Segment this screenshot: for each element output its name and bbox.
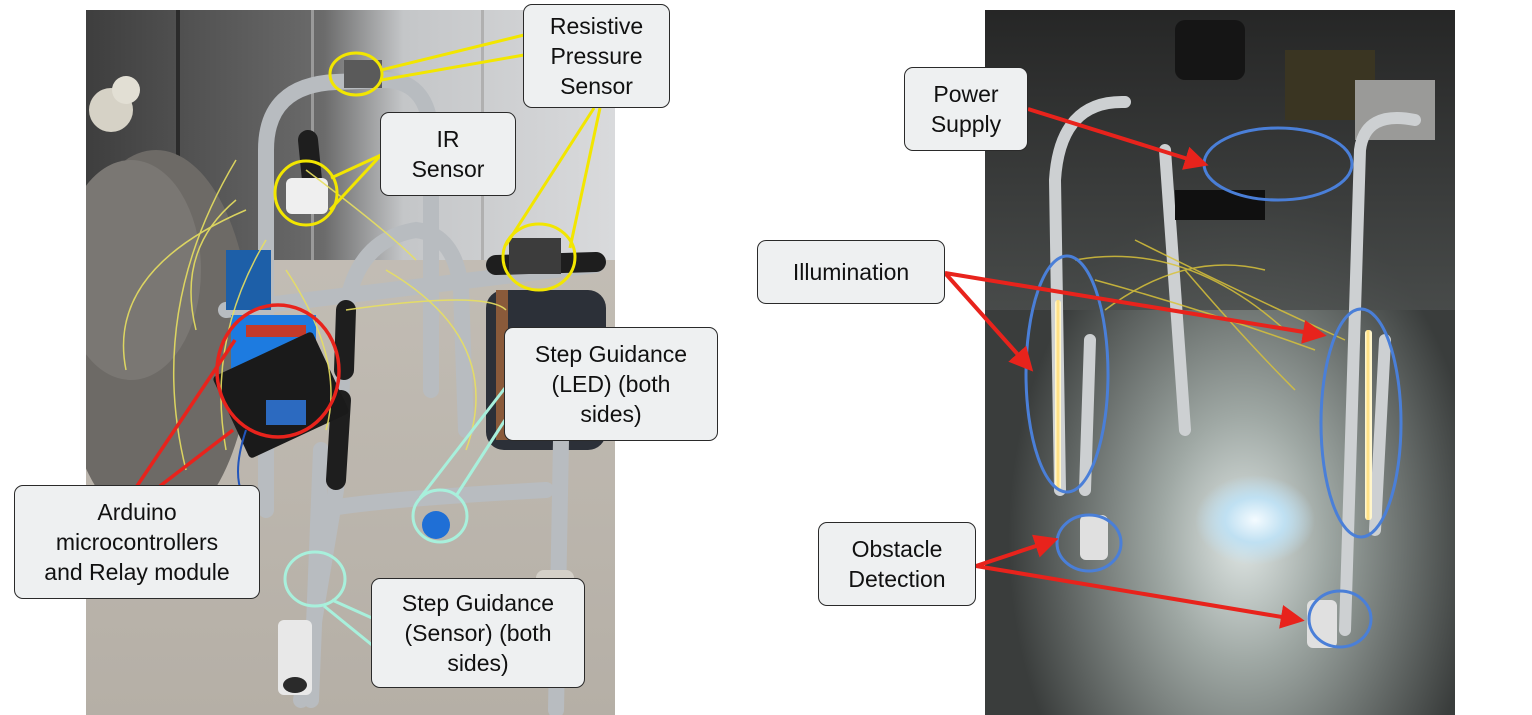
walker-dark-illustration [985,10,1455,715]
callout-power-supply: Power Supply [904,67,1028,151]
callout-step-guidance-led: Step Guidance (LED) (both sides) [504,327,718,441]
callout-obstacle-detection: Obstacle Detection [818,522,976,606]
callout-step-guidance-sensor: Step Guidance (Sensor) (both sides) [371,578,585,688]
callout-resistive-pressure-sensor: Resistive Pressure Sensor [523,4,670,108]
callout-ir-sensor: IR Sensor [380,112,516,196]
walker-dark-illuminated-photo [985,10,1455,715]
callout-arduino: Arduino microcontrollers and Relay modul… [14,485,260,599]
callout-illumination: Illumination [757,240,945,304]
